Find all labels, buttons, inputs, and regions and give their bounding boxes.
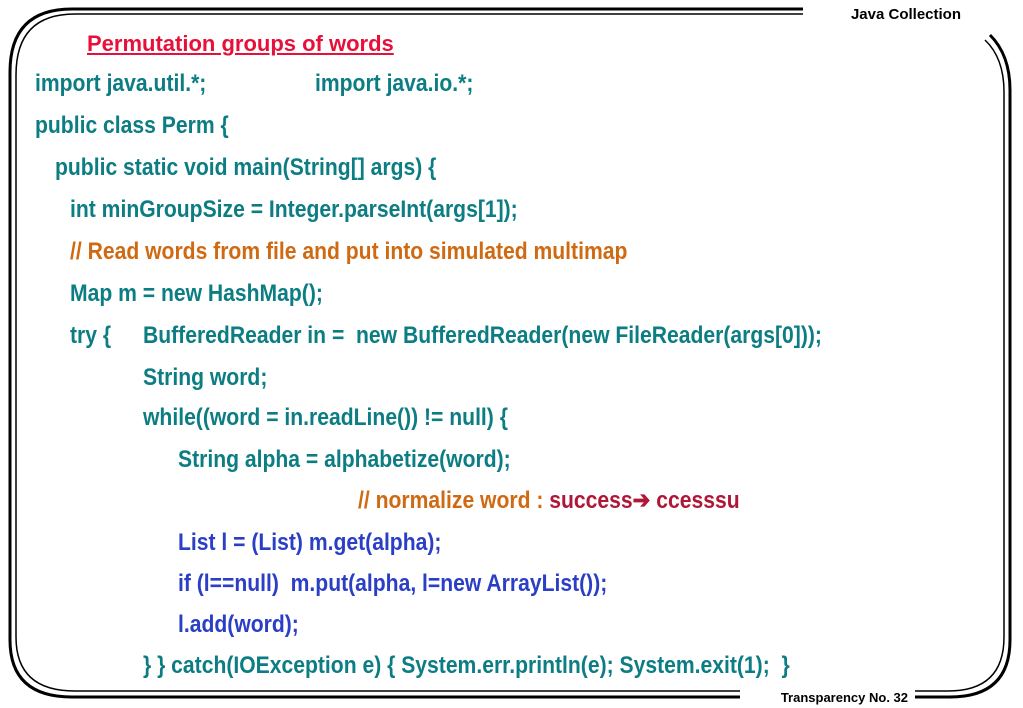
code-comment-read: // Read words from file and put into sim… [70, 238, 628, 265]
code-while-loop: while((word = in.readLine()) != null) { [143, 404, 508, 431]
slide-title: Permutation groups of words [87, 31, 394, 56]
code-if-null: if (l==null) m.put(alpha, l=new ArrayLis… [178, 570, 608, 597]
transparency-number: Transparency No. 32 [780, 690, 908, 705]
code-alpha-decl: String alpha = alphabetize(word); [178, 446, 511, 473]
comment-normalize: // normalize word : [358, 487, 550, 514]
header-title: Java Collection [850, 6, 961, 23]
example-from: success [549, 487, 633, 514]
code-import-io: import java.io.*; [315, 70, 474, 97]
arrow-right-icon: ➔ [632, 487, 651, 514]
code-add-word: l.add(word); [178, 611, 299, 638]
code-comment-normalize-line: // normalize word : success➔ ccesssu [358, 487, 740, 515]
code-try-keyword: try { [70, 322, 112, 349]
code-map-decl: Map m = new HashMap(); [70, 280, 323, 307]
code-import-util: import java.util.*; [35, 70, 207, 97]
code-string-word: String word; [143, 364, 268, 391]
code-catch-line: } } catch(IOException e) { System.err.pr… [143, 652, 790, 679]
code-min-group-size: int minGroupSize = Integer.parseInt(args… [70, 196, 518, 223]
code-class-decl: public class Perm { [35, 112, 229, 139]
example-to: ccesssu [650, 487, 740, 514]
code-reader-decl: BufferedReader in = new BufferedReader(n… [143, 322, 822, 349]
code-main-decl: public static void main(String[] args) { [55, 154, 437, 181]
code-list-get: List l = (List) m.get(alpha); [178, 529, 442, 556]
